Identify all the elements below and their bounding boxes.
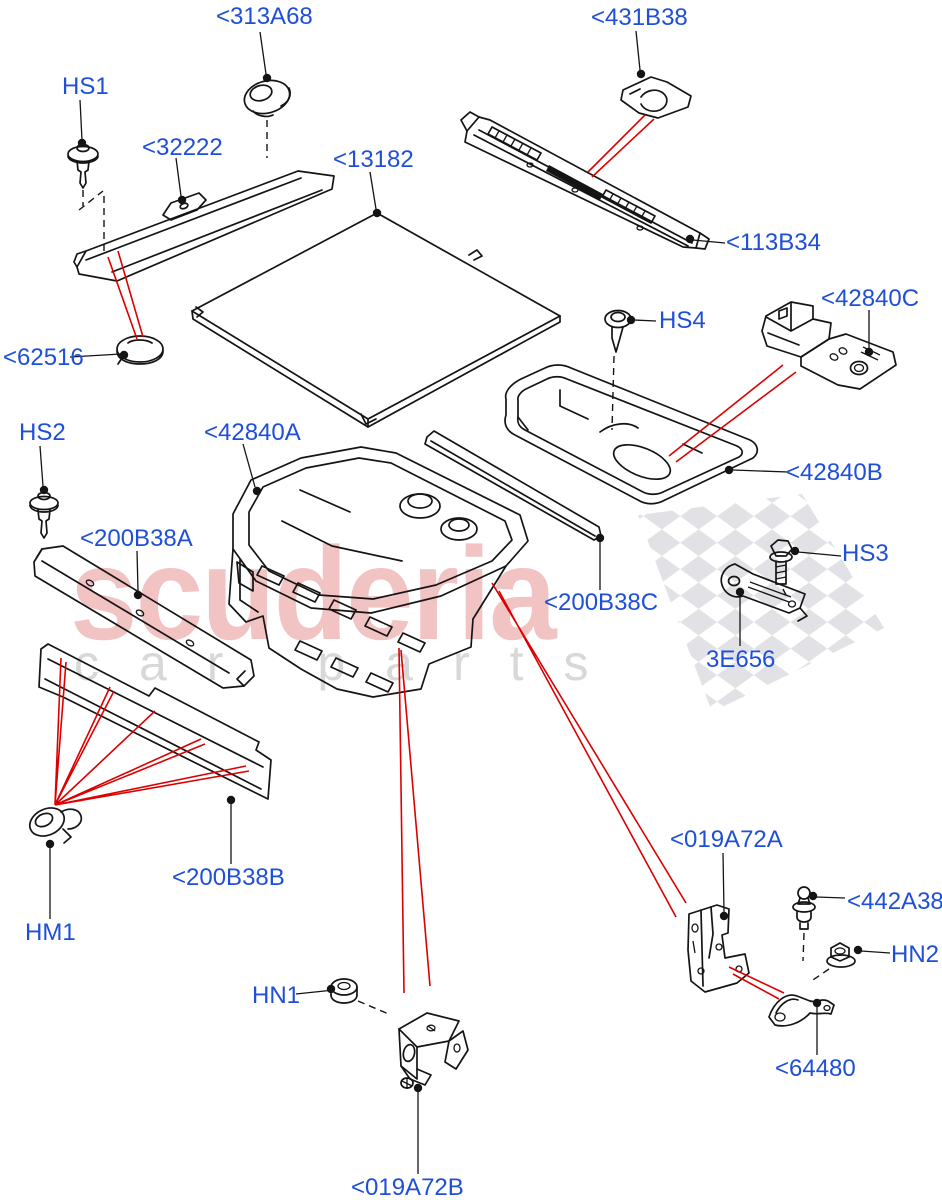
drawing-bracket-019a72b (398, 1012, 469, 1089)
part-label-42840c[interactable]: <42840C (821, 285, 920, 312)
part-label-3e656[interactable]: 3E656 (706, 646, 776, 673)
drawing-bracket-431b38 (620, 76, 692, 119)
drawing-nut-hn1 (330, 978, 392, 1016)
part-label-200b38a[interactable]: <200B38A (80, 525, 193, 552)
part-label-hn1[interactable]: HN1 (252, 982, 301, 1009)
part-label-019a72b[interactable]: <019A72B (351, 1174, 464, 1200)
drawing-rail-32222 (73, 170, 335, 282)
leader-dots (39, 69, 874, 1093)
drawing-tray-42840a (228, 446, 529, 698)
drawing-knob-313a68 (243, 79, 291, 158)
part-label-42840b[interactable]: <42840B (786, 459, 883, 486)
drawing-screw-hs1 (67, 143, 105, 256)
drawing-panel-200b38b (38, 643, 272, 800)
drawing-pin-hm1 (28, 807, 83, 844)
part-label-13182[interactable]: <13182 (333, 146, 414, 173)
drawing-screw-hs4 (604, 309, 632, 431)
part-label-hs3[interactable]: HS3 (842, 540, 889, 567)
part-label-hs2[interactable]: HS2 (19, 419, 66, 446)
part-label-62516[interactable]: <62516 (3, 344, 84, 371)
drawing-strap-64480 (768, 994, 835, 1027)
drawing-nut-hn2 (809, 942, 856, 983)
drawing-tray-42840b (504, 364, 759, 505)
drawing-stud-442a38 (792, 886, 816, 962)
part-label-hn2[interactable]: HN2 (891, 941, 940, 968)
drawing-bracket-42840c (761, 301, 897, 390)
part-label-019a72a[interactable]: <019A72A (670, 826, 783, 853)
drawing-strip-200b38c (424, 430, 602, 541)
drawing-floor-panel-13182 (191, 212, 561, 428)
part-label-hm1[interactable]: HM1 (25, 919, 76, 946)
drawing-bracket-019a72a (687, 904, 750, 993)
part-label-313a68[interactable]: <313A68 (216, 3, 313, 30)
part-label-431b38[interactable]: <431B38 (591, 4, 688, 31)
part-label-442a38[interactable]: <442A38 (847, 888, 942, 915)
part-label-113b34[interactable]: <113B34 (726, 229, 821, 256)
drawing-bracket-3e656 (720, 563, 808, 622)
red-reference-lines (54, 114, 797, 1000)
part-label-64480[interactable]: <64480 (775, 1055, 856, 1082)
leader-lines (39, 30, 891, 1174)
part-label-hs1[interactable]: HS1 (62, 73, 109, 100)
part-label-hs4[interactable]: HS4 (659, 307, 706, 334)
drawing-rail-200b38a (33, 545, 255, 689)
part-label-200b38b[interactable]: <200B38B (172, 864, 285, 891)
part-label-42840a[interactable]: <42840A (204, 419, 301, 446)
watermark-subtitle: car parts (74, 635, 629, 691)
drawing-pin-hs2 (29, 491, 59, 539)
part-label-32222[interactable]: <32222 (142, 134, 223, 161)
part-label-200b38c[interactable]: <200B38C (544, 589, 659, 616)
drawing-sill-plate-113b34 (460, 111, 710, 250)
watermark-brand: scuderia (70, 520, 557, 667)
drawing-cap-62516 (116, 335, 164, 365)
